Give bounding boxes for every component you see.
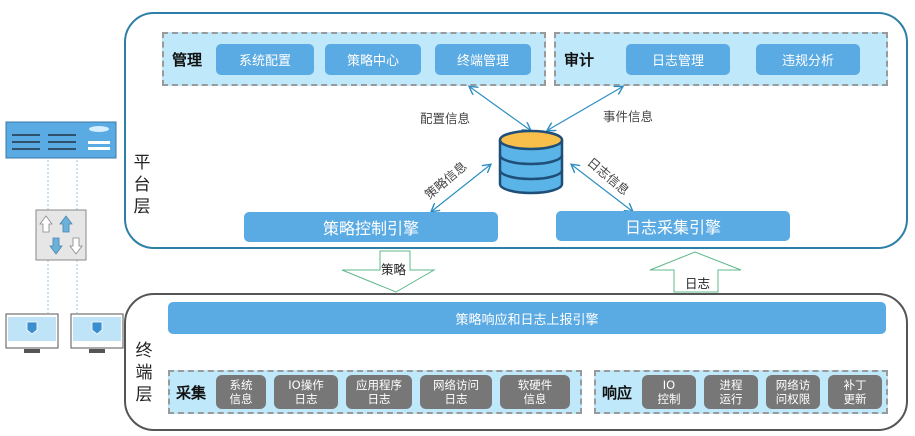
management-title: 管理 (172, 51, 203, 69)
log-arrow-label: 日志 (685, 276, 711, 291)
respond-item-patch-update[interactable]: 补丁 更新 (828, 375, 882, 409)
collect-group: 采集 系统 信息 IO操作 日志 应用程序 日志 网络访问 日志 软硬件 信息 (168, 370, 582, 414)
platform-layer-label: 平台层 (132, 152, 152, 218)
policy-control-engine[interactable]: 策略控制引擎 (244, 212, 498, 242)
policy-center-button[interactable]: 策略中心 (325, 44, 421, 75)
collect-item-system-info[interactable]: 系统 信息 (216, 375, 266, 409)
monitor-icon (5, 313, 59, 353)
platform-layer-label-text: 平台层 (133, 153, 151, 217)
log-management-button[interactable]: 日志管理 (626, 44, 730, 75)
respond-group: 响应 IO 控制 进程 运行 网络访 问权限 补丁 更新 (594, 370, 888, 414)
config-info-arrow (470, 87, 530, 130)
respond-title: 响应 (602, 384, 633, 402)
log-up-arrow (649, 251, 742, 293)
audit-title: 审计 (564, 51, 595, 69)
audit-group: 审计 日志管理 违规分析 (554, 32, 888, 86)
collect-item-app-log[interactable]: 应用程序 日志 (346, 375, 412, 409)
database-icon (498, 129, 564, 195)
policy-down-arrow (341, 250, 436, 293)
system-config-button[interactable]: 系统配置 (216, 44, 314, 75)
respond-item-io-control[interactable]: IO 控制 (642, 375, 696, 409)
server-icon (5, 121, 117, 159)
monitor-icon (70, 313, 124, 353)
config-info-label: 配置信息 (420, 111, 471, 126)
collect-item-io-log[interactable]: IO操作 日志 (274, 375, 338, 409)
policy-info-arrow (432, 165, 490, 211)
violation-analysis-button[interactable]: 违规分析 (756, 44, 860, 75)
management-group: 管理 系统配置 策略中心 终端管理 (162, 32, 546, 86)
collect-title: 采集 (176, 384, 207, 402)
event-info-arrow (548, 87, 622, 130)
event-info-label: 事件信息 (603, 109, 654, 124)
respond-item-process-run[interactable]: 进程 运行 (704, 375, 758, 409)
collect-item-network-log[interactable]: 网络访问 日志 (420, 375, 492, 409)
network-illustration (5, 121, 124, 353)
terminal-layer-label-text: 终端层 (135, 341, 153, 405)
switch-icon (35, 209, 87, 261)
terminal-layer-label: 终端层 (134, 340, 154, 406)
collect-item-hw-sw-info[interactable]: 软硬件 信息 (500, 375, 570, 409)
log-collection-engine[interactable]: 日志采集引擎 (556, 211, 790, 241)
policy-response-log-report-engine[interactable]: 策略响应和日志上报引擎 (168, 302, 886, 334)
respond-item-network-access[interactable]: 网络访 问权限 (766, 375, 820, 409)
policy-arrow-label: 策略 (381, 262, 407, 277)
terminal-management-button[interactable]: 终端管理 (435, 44, 531, 75)
log-info-arrow (572, 165, 632, 211)
